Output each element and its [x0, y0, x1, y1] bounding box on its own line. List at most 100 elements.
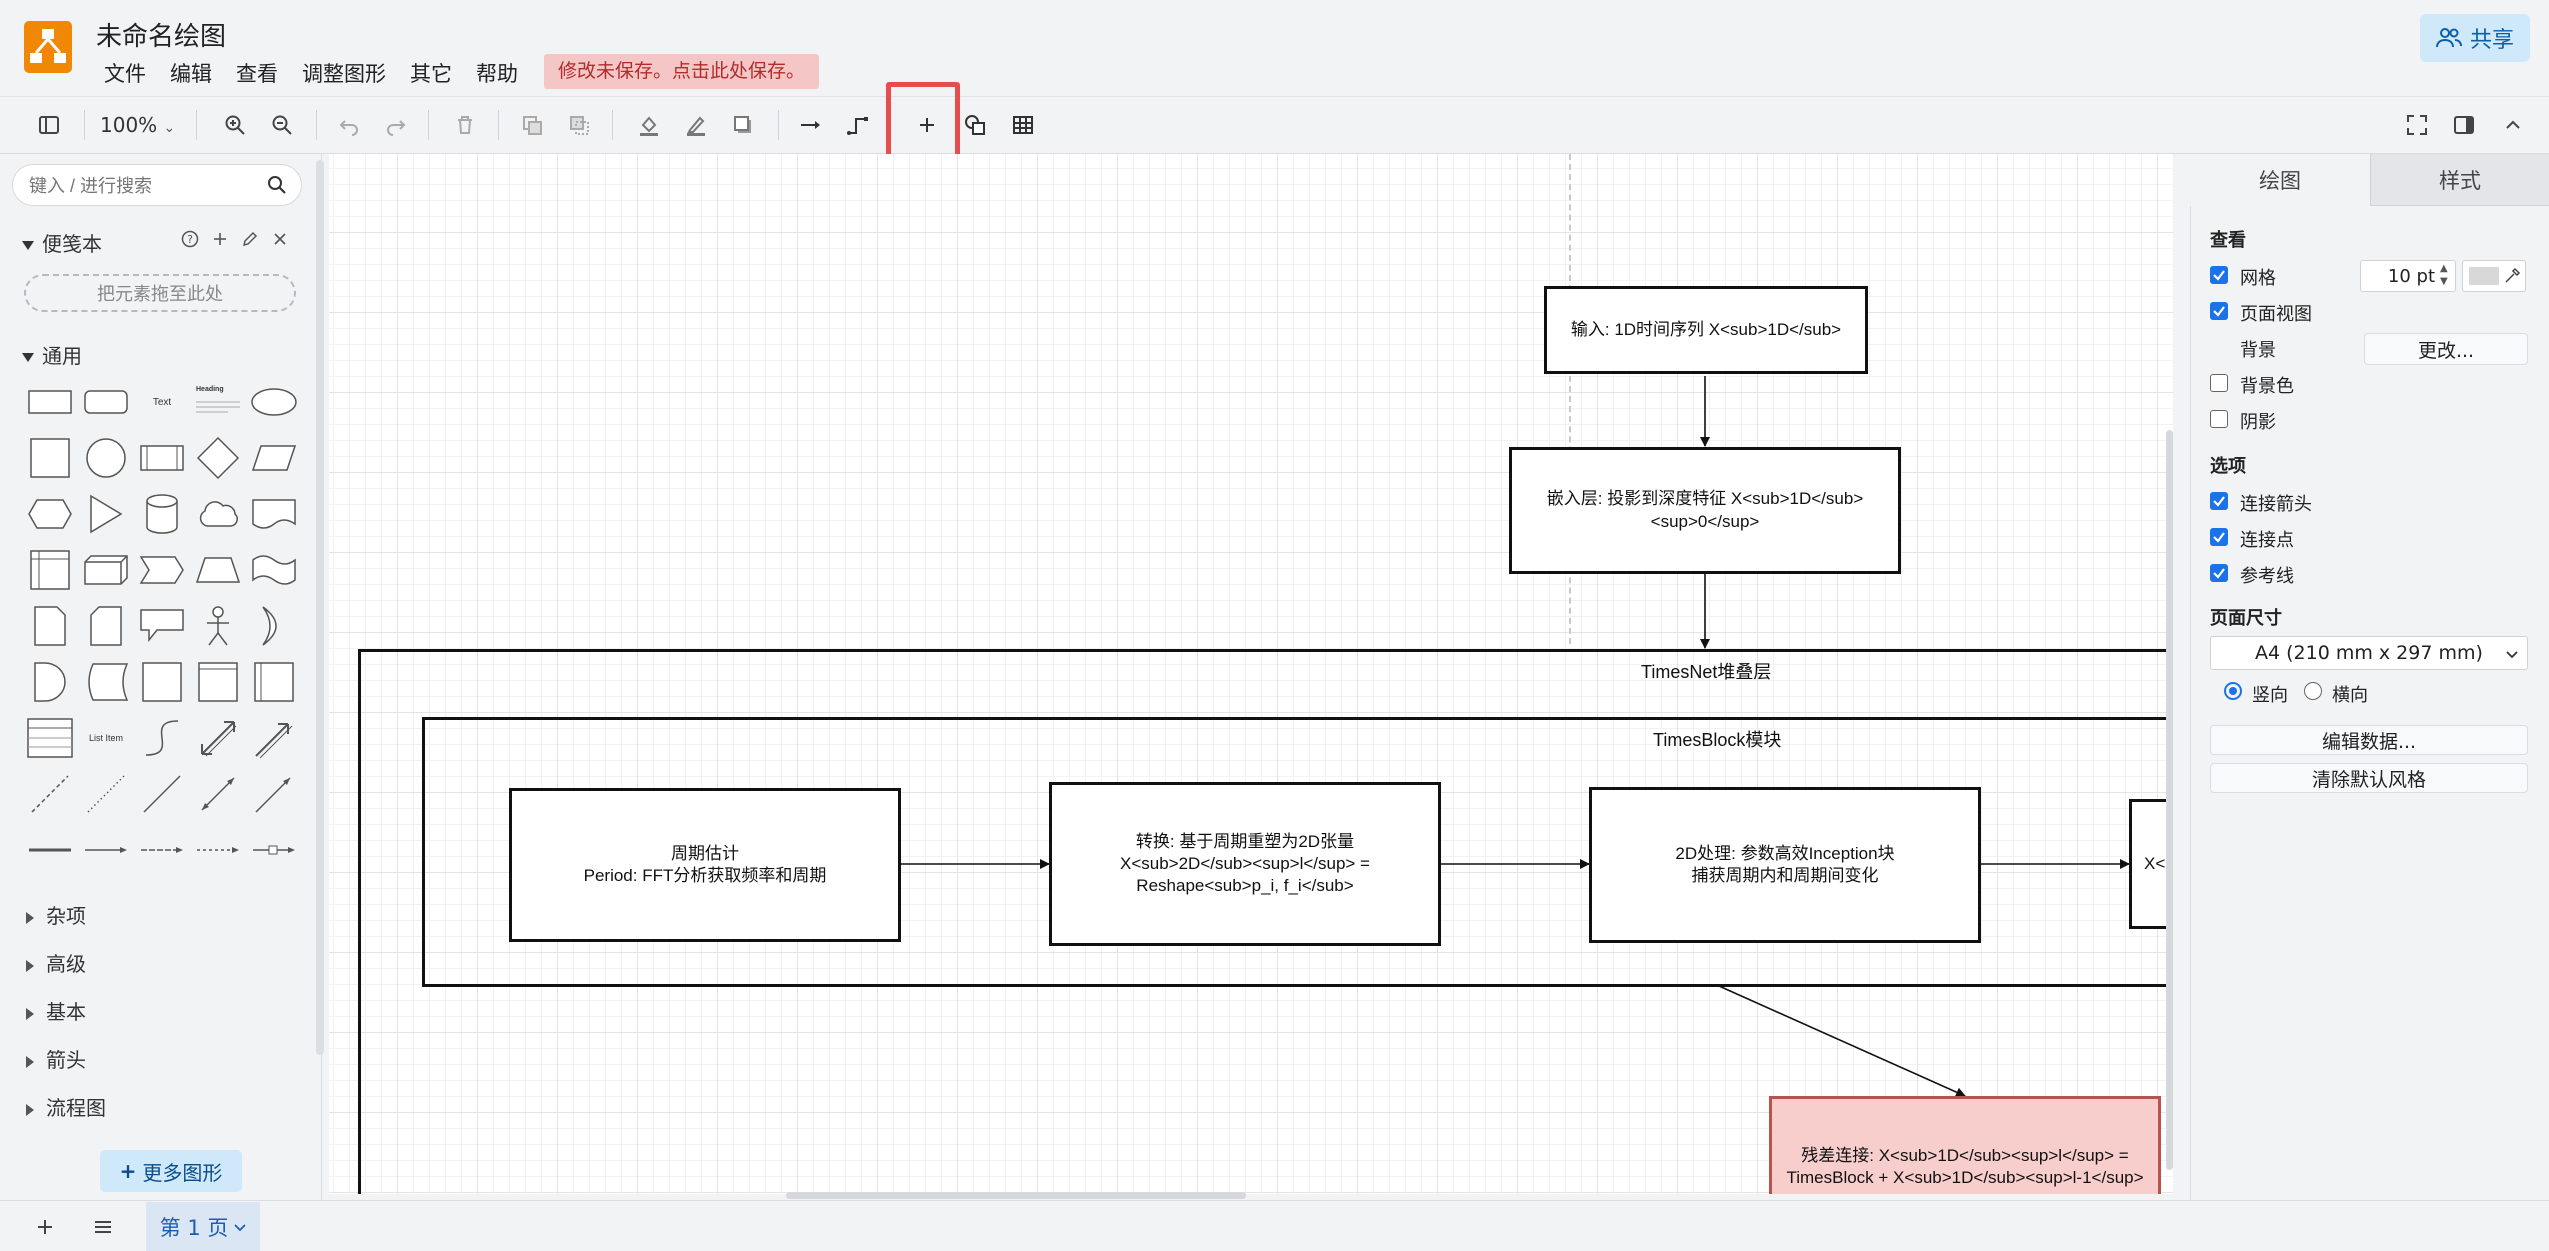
edit-data-button[interactable]: 编辑数据...: [2210, 725, 2528, 755]
shape-list-item[interactable]: List Item: [80, 714, 132, 762]
shape-hexagon[interactable]: [24, 490, 76, 538]
shape-document[interactable]: [248, 490, 300, 538]
scratchpad-header[interactable]: 便笺本: [22, 228, 102, 257]
shape-arrow[interactable]: [248, 714, 300, 762]
fullscreen-button[interactable]: [2400, 108, 2434, 142]
shape-card[interactable]: [80, 602, 132, 650]
zoom-dropdown[interactable]: 100% ⌄: [100, 113, 175, 137]
pages-menu-button[interactable]: [86, 1210, 120, 1244]
menu-extras[interactable]: 其它: [410, 62, 452, 86]
shape-rectangle[interactable]: [24, 378, 76, 426]
connection-arrows-checkbox[interactable]: [2210, 492, 2228, 510]
line-color-button[interactable]: [679, 108, 713, 142]
shape-cube[interactable]: [80, 546, 132, 594]
zoom-in-button[interactable]: [218, 108, 252, 142]
shape-callout[interactable]: [136, 602, 188, 650]
node-input[interactable]: 输入: 1D时间序列 X<sub>1D</sub>: [1544, 286, 1868, 374]
share-button[interactable]: 共享: [2420, 14, 2530, 62]
shape-circle[interactable]: [80, 434, 132, 482]
search-input[interactable]: [29, 172, 259, 200]
page-view-checkbox[interactable]: [2210, 302, 2228, 320]
insert-table-button[interactable]: [1006, 108, 1040, 142]
shape-trapezoid[interactable]: [192, 546, 244, 594]
insert-button[interactable]: [910, 108, 944, 142]
node-truncated[interactable]: X<s: [2129, 799, 2173, 929]
page-tab[interactable]: 第 1 页: [146, 1202, 260, 1251]
close-icon[interactable]: [270, 229, 290, 249]
diagram-canvas[interactable]: 输入: 1D时间序列 X<sub>1D</sub> 嵌入层: 投影到深度特征 X…: [329, 154, 2173, 1194]
shape-internal-storage[interactable]: [24, 546, 76, 594]
portrait-radio[interactable]: [2224, 682, 2242, 700]
scratchpad-dropzone[interactable]: 把元素拖至此处: [24, 274, 296, 312]
canvas-vertical-scrollbar[interactable]: [2166, 430, 2173, 1170]
grid-color-picker[interactable]: [2462, 260, 2526, 292]
connection-points-checkbox[interactable]: [2210, 528, 2228, 546]
grid-checkbox[interactable]: [2210, 266, 2228, 284]
more-shapes-button[interactable]: +更多图形: [100, 1150, 242, 1192]
waypoints-button[interactable]: [841, 108, 875, 142]
clear-default-style-button[interactable]: 清除默认风格: [2210, 763, 2528, 793]
shape-tape[interactable]: [248, 546, 300, 594]
shape-or[interactable]: [248, 602, 300, 650]
collapse-button[interactable]: [2496, 108, 2530, 142]
shape-list[interactable]: [24, 714, 76, 762]
shape-rounded-rectangle[interactable]: [80, 378, 132, 426]
shadow-checkbox[interactable]: [2210, 410, 2228, 428]
node-residual[interactable]: 残差连接: X<sub>1D</sub><sup>l</sup> =TimesB…: [1769, 1096, 2161, 1194]
menu-help[interactable]: 帮助: [476, 62, 518, 86]
canvas-horizontal-scrollbar[interactable]: [786, 1192, 1246, 1199]
shape-ellipse[interactable]: [248, 378, 300, 426]
shape-dotted-line[interactable]: [80, 770, 132, 818]
page-size-select[interactable]: A4 (210 mm x 297 mm): [2210, 636, 2528, 670]
container-timesblock[interactable]: [422, 717, 2173, 987]
unsaved-notice[interactable]: 修改未保存。点击此处保存。: [544, 54, 820, 89]
tab-style[interactable]: 样式: [2370, 154, 2549, 206]
menu-arrange[interactable]: 调整图形: [302, 62, 386, 86]
misc-section-header[interactable]: 杂项: [26, 900, 86, 929]
shape-actor[interactable]: [192, 602, 244, 650]
shape-link[interactable]: [24, 826, 76, 874]
shape-directional-connector[interactable]: [248, 770, 300, 818]
to-front-button[interactable]: [515, 108, 549, 142]
shape-search[interactable]: [12, 164, 302, 206]
grid-size-stepper-icon[interactable]: ▲▼: [2440, 263, 2448, 287]
shape-curve[interactable]: [136, 714, 188, 762]
node-embedding[interactable]: 嵌入层: 投影到深度特征 X<sub>1D</sub><sup>0</sup>: [1509, 447, 1901, 574]
toggle-sidebar-button[interactable]: [32, 108, 66, 142]
shape-connector[interactable]: [80, 826, 132, 874]
tab-diagram[interactable]: 绘图: [2190, 154, 2370, 206]
zoom-out-button[interactable]: [265, 108, 299, 142]
arrows-section-header[interactable]: 箭头: [26, 1044, 86, 1073]
shape-square[interactable]: [24, 434, 76, 482]
landscape-radio[interactable]: [2304, 682, 2322, 700]
fill-color-button[interactable]: [632, 108, 666, 142]
to-back-button[interactable]: [562, 108, 596, 142]
format-panel-button[interactable]: [2447, 108, 2481, 142]
basic-section-header[interactable]: 基本: [26, 996, 86, 1025]
redo-button[interactable]: [379, 108, 413, 142]
shape-container[interactable]: [192, 658, 244, 706]
shape-connector-labels[interactable]: [192, 826, 244, 874]
shape-diamond[interactable]: [192, 434, 244, 482]
shape-dashed-line[interactable]: [24, 770, 76, 818]
shape-vertical-container[interactable]: [248, 658, 300, 706]
menu-file[interactable]: 文件: [104, 62, 146, 86]
shape-step[interactable]: [136, 546, 188, 594]
undo-button[interactable]: [332, 108, 366, 142]
container-timesnet-stack[interactable]: [358, 649, 2173, 1194]
connection-style-button[interactable]: [794, 108, 828, 142]
shape-square-2[interactable]: [136, 658, 188, 706]
delete-button[interactable]: [448, 108, 482, 142]
shape-bidirectional-connector[interactable]: [192, 770, 244, 818]
menu-edit[interactable]: 编辑: [170, 62, 212, 86]
help-icon[interactable]: ?: [180, 229, 200, 249]
grid-size-input[interactable]: 10 pt: [2360, 260, 2456, 292]
shape-connector-symbol[interactable]: [248, 826, 300, 874]
shape-process[interactable]: [136, 434, 188, 482]
shape-cylinder[interactable]: [136, 490, 188, 538]
shape-data-storage[interactable]: [80, 658, 132, 706]
advanced-section-header[interactable]: 高级: [26, 948, 86, 977]
shape-text[interactable]: Text: [136, 378, 188, 426]
